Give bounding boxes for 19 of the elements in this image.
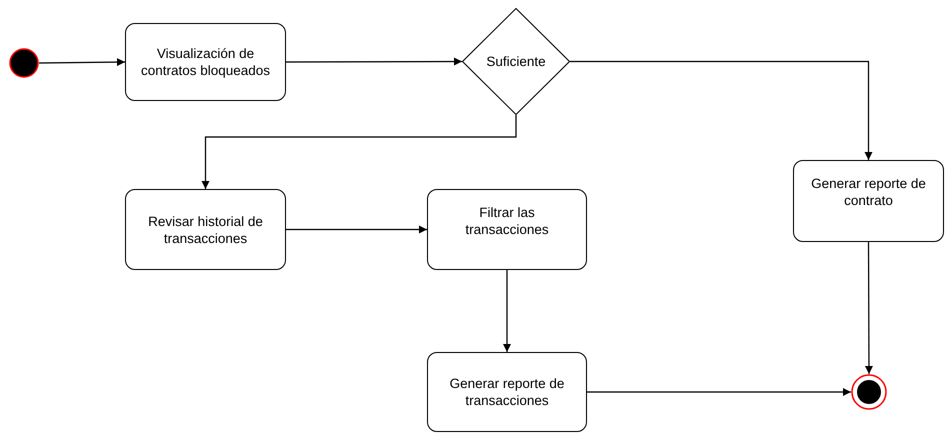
- arrow: [587, 388, 851, 396]
- activity-label: Filtrar las transacciones: [464, 204, 550, 238]
- activity-label: Suficiente: [486, 53, 546, 70]
- activity-box: [427, 352, 587, 432]
- activity-box: [125, 189, 286, 270]
- arrow: [286, 226, 427, 234]
- arrow: [39, 58, 125, 66]
- activity-label: Generar reporte de transacciones: [448, 375, 566, 409]
- activity-label: Visualización de contratos bloqueados: [140, 45, 272, 79]
- arrow: [570, 60, 872, 160]
- activity-box: [427, 189, 587, 270]
- arrow: [864, 242, 873, 374]
- arrow: [286, 58, 462, 66]
- activity-label: Revisar historial de transacciones: [147, 212, 264, 246]
- activity-label: Generar reporte de contrato: [810, 175, 927, 209]
- activity-box: [793, 160, 944, 242]
- arrow: [503, 270, 511, 352]
- arrow: [202, 115, 517, 189]
- activity-box: [125, 23, 286, 101]
